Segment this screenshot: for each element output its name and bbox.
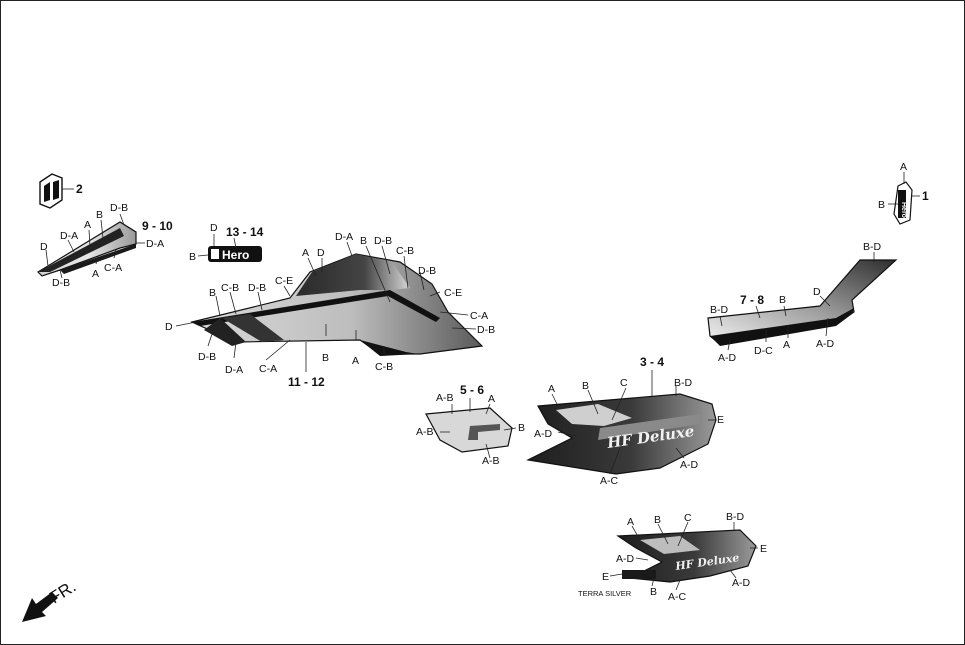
callout-label: C-B [375,361,393,373]
part-11-12-tank-graphic: D-A B D-B C-B A D C-E D-B C-E B C-B D-B … [165,231,495,389]
callout-label: B [209,287,216,299]
callout-label: D [317,247,325,259]
front-direction-arrow: FR. [22,577,79,622]
callout-label: C-B [396,245,414,257]
part-3-4-side-panel: HF Deluxe A B C B-D E A-D A-C A-D 3 - 4 [526,355,724,487]
callout-label: D-A [60,230,78,242]
callout-label: A-D [616,553,635,565]
callout-label: B [322,352,329,364]
part-7-8-tail-stripe: B-D D B-D B A-D D-C A A-D 7 - 8 [707,241,898,364]
callout-label: D-A [335,231,353,243]
part-number-13-14: 13 - 14 [226,225,264,239]
callout-label: D-B [477,324,495,336]
callout-label: B [878,199,885,211]
callout-label: A [352,355,359,367]
part-13-14-logo: Hero D B 13 - 14 [189,222,264,263]
part-number-3-4: 3 - 4 [640,355,664,369]
callout-label: D-B [374,235,392,247]
callout-label: A-D [680,459,699,471]
part-2-emblem: 2 [39,173,83,209]
callout-label: D [210,222,218,234]
callout-label: A-B [436,392,454,404]
callout-label: A-D [732,577,751,589]
callout-label: A [627,516,634,528]
callout-label: C [620,377,628,389]
callout-label: A [900,161,907,173]
callout-label: A-C [668,591,687,603]
callout-label: B [518,422,525,434]
callout-label: A-D [718,352,737,364]
callout-label: A-D [534,428,553,440]
callout-label: B [650,586,657,598]
callout-label: A [548,383,555,395]
callout-label: A [302,247,309,259]
callout-label: D-B [418,265,436,277]
part-number-2: 2 [76,182,83,196]
callout-label: B-D [674,377,693,389]
callout-label: B [654,514,661,526]
callout-label: B-D [710,304,729,316]
callout-label: B [360,235,367,247]
callout-label: E [602,571,609,583]
callout-label: D-B [198,351,216,363]
callout-label: A-C [600,475,619,487]
callout-label: D [40,241,48,253]
part-number-11-12: 11 - 12 [288,375,325,389]
callout-label: D-B [110,202,128,214]
callout-label: A-B [482,455,500,467]
callout-label: B-D [726,511,745,523]
callout-label: B [582,380,589,392]
part-5-6-plate: A-B A B A-B A-B 5 - 6 [416,383,525,467]
callout-label: C-A [259,363,277,375]
callout-label: C-E [275,275,293,287]
callout-label: A [783,339,790,351]
callout-label: A [488,393,495,405]
callout-label: C-A [104,262,122,274]
variant-terra-silver-panel: HF Deluxe A B C B-D E A-D E A-D B A-C TE… [578,511,767,603]
part-number-9-10: 9 - 10 [142,219,173,233]
callout-label: A [84,219,91,231]
callout-label: D-B [52,277,70,289]
callout-label: B [779,294,786,306]
callout-label: C-E [444,287,462,299]
callout-label: E [717,414,724,426]
part-number-7-8: 7 - 8 [740,293,764,307]
terra-silver-caption: TERRA SILVER [578,589,632,598]
hero-emblem-text: Hero [900,202,907,218]
hero-logo-text: Hero [222,248,249,262]
callout-label: A-B [416,426,434,438]
callout-label: A-D [816,338,835,350]
callout-label: D [165,321,173,333]
part-9-10-stripe: D-B B A D-A D D-A A C-A D-B 9 - 10 [37,202,173,289]
callout-label: D [813,286,821,298]
part-number-1: 1 [922,189,929,203]
callout-label: D-B [248,282,266,294]
part-1-hero-emblem: Hero A B 1 [878,161,929,225]
callout-label: D-A [225,364,243,376]
callout-label: C-A [470,310,488,322]
callout-label: D-A [146,238,164,250]
callout-label: B [189,251,196,263]
callout-label: E [760,543,767,555]
callout-label: C-B [221,282,239,294]
callout-label: A [92,268,99,280]
callout-label: C [684,512,692,524]
callout-label: B [96,209,103,221]
callout-label: B-D [863,241,882,253]
callout-label: D-C [754,345,773,357]
part-number-5-6: 5 - 6 [460,383,484,397]
